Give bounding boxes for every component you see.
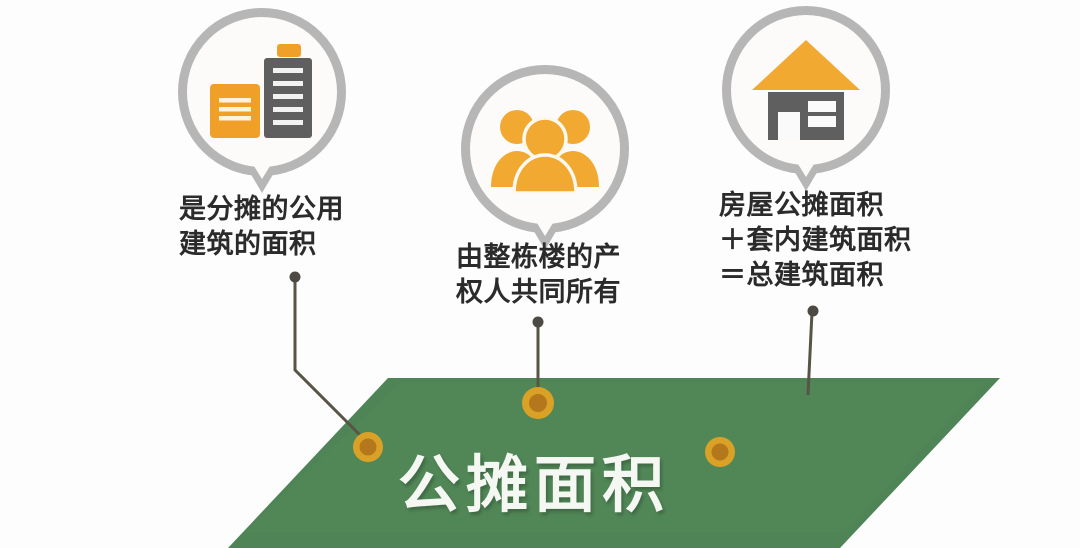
green-banner-highlight [245, 382, 985, 532]
banner-marker-left [353, 432, 383, 462]
caption-left: 是分摊的公用 建筑的面积 [179, 194, 344, 260]
leader-anchor-middle [532, 316, 544, 328]
leader-line-right [806, 311, 814, 396]
badge-people[interactable] [461, 65, 629, 250]
leader-line-left [293, 278, 370, 445]
badge-house[interactable] [722, 6, 890, 191]
banner-title: 公摊面积 [398, 451, 671, 520]
people-group-icon [470, 74, 620, 224]
leader-anchor-left [289, 271, 301, 283]
badge-tail-inner [798, 164, 814, 177]
badge-tail-inner [254, 166, 270, 179]
leader-anchor-right [807, 305, 819, 317]
house-icon [731, 15, 881, 165]
buildings-icon [187, 17, 337, 167]
banner-marker-middle [522, 387, 554, 419]
caption-right: 房屋公摊面积 ＋套内建筑面积 ＝总建筑面积 [719, 190, 912, 291]
badge-buildings[interactable] [178, 8, 346, 193]
banner-marker-right [705, 437, 735, 467]
caption-middle: 由整栋楼的产 权人共同所有 [456, 242, 621, 308]
badge-tail-inner [537, 223, 553, 236]
